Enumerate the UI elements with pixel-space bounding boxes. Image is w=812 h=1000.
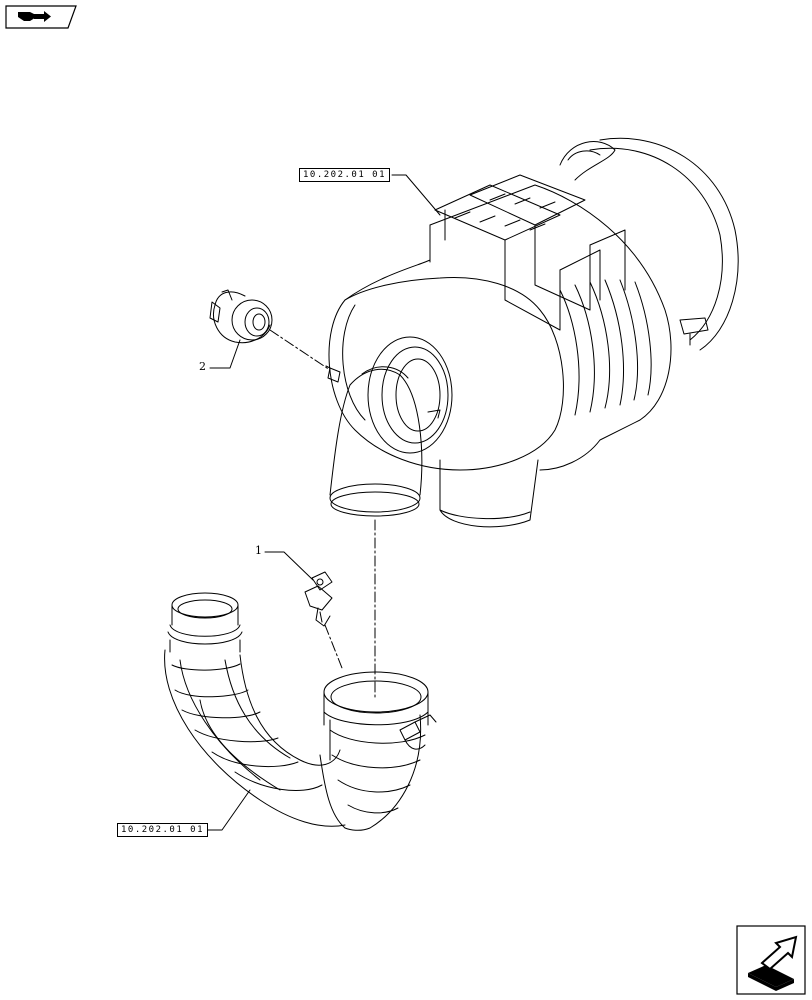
leader-lines [203, 174, 441, 831]
callout-item-1: 1 [255, 544, 262, 557]
restriction-indicator [209, 289, 273, 344]
intake-hose [164, 592, 437, 831]
air-filter-housing [328, 137, 739, 528]
book-arrow-icon[interactable] [4, 4, 78, 30]
reference-box-top[interactable]: 10.202.01 01 [299, 168, 391, 182]
callout-item-2: 2 [199, 360, 206, 373]
next-page-arrow-icon[interactable] [736, 925, 806, 995]
reference-box-bottom[interactable]: 10.202.01 01 [117, 823, 209, 837]
temperature-sensor [304, 571, 333, 627]
assembly-centerlines [269, 329, 376, 701]
elbow-connector [325, 365, 423, 517]
